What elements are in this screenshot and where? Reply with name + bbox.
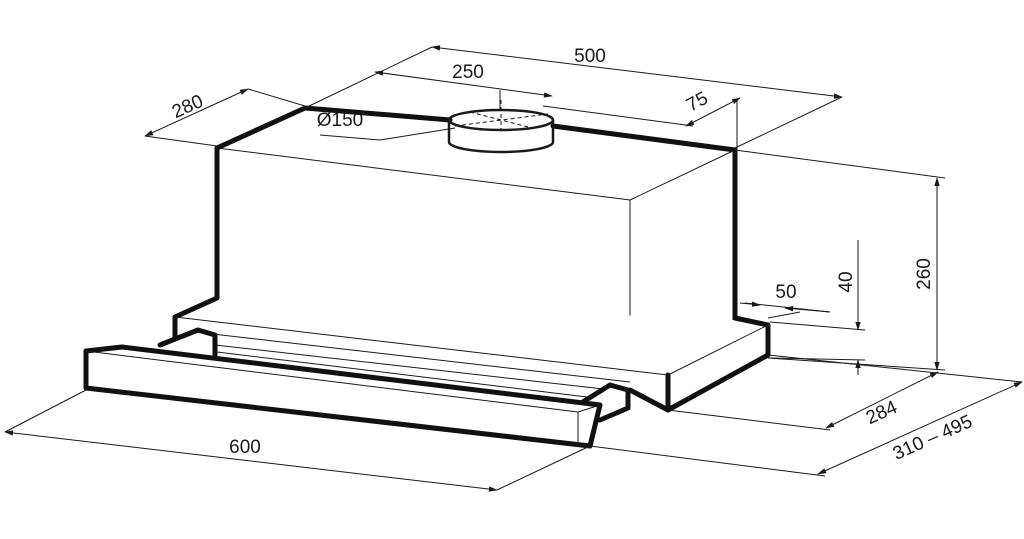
dim-outlet-diameter: Ø150 bbox=[317, 110, 363, 131]
dim-outlet-side-offset: 75 bbox=[683, 88, 712, 116]
dim-slide-offset: 50 bbox=[775, 282, 796, 303]
dim-outlet-offset: 250 bbox=[452, 62, 484, 83]
dim-total-height: 260 bbox=[914, 258, 935, 290]
dimension-lines bbox=[4, 45, 1023, 492]
front-slide-bar bbox=[83, 327, 631, 449]
dim-front-width: 600 bbox=[229, 437, 261, 458]
dim-base-depth: 284 bbox=[863, 397, 901, 429]
dimension-labels: 500 250 Ø150 75 280 260 40 50 284 310 – … bbox=[169, 46, 976, 465]
dim-slide-height: 40 bbox=[836, 271, 857, 292]
hood-side-face bbox=[630, 150, 735, 368]
dim-body-depth: 280 bbox=[169, 91, 207, 123]
outlet-collar bbox=[447, 100, 555, 154]
dim-extension-range: 310 – 495 bbox=[890, 411, 976, 465]
dim-overall-width: 500 bbox=[574, 46, 606, 67]
